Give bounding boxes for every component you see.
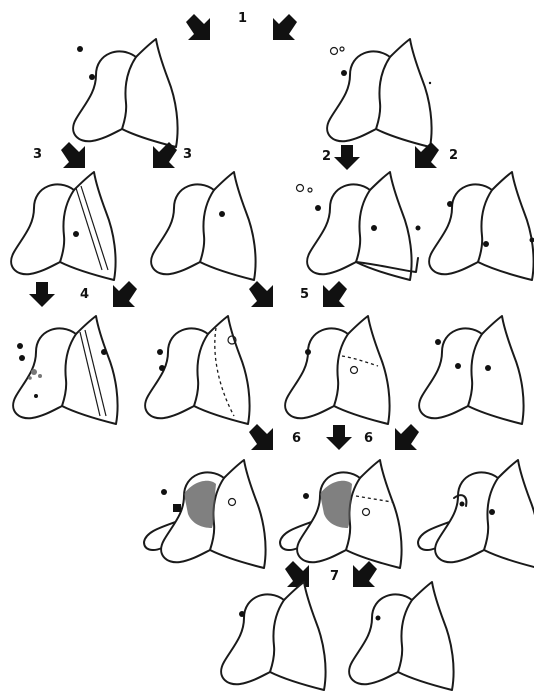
step-label: 3 xyxy=(33,147,42,162)
specimen-r5-left xyxy=(221,582,325,690)
step-6-group: 6 6 xyxy=(249,424,419,450)
specimen-r1-right xyxy=(327,39,431,147)
specimen-r3-b xyxy=(145,316,249,424)
specimen-r3-a xyxy=(13,316,117,424)
specimen-r4-b xyxy=(280,460,402,568)
arrow-down-right-icon xyxy=(395,424,419,450)
arrow-down-left-icon xyxy=(186,14,210,40)
step-label: 7 xyxy=(330,569,339,584)
arrow-down-icon xyxy=(29,282,55,307)
step-label: 3 xyxy=(183,147,192,162)
step-label: 2 xyxy=(449,148,458,163)
step-label: 6 xyxy=(364,431,373,446)
step-label: 1 xyxy=(238,11,247,26)
arrow-down-left-icon xyxy=(249,281,273,307)
step-3-group: 3 3 xyxy=(33,142,192,168)
arrow-down-left-icon xyxy=(249,424,273,450)
arrow-down-left-icon xyxy=(61,142,85,168)
step-5-group: 5 xyxy=(249,281,347,307)
specimen-r2-b xyxy=(151,172,255,280)
specimen-r3-c xyxy=(285,316,389,424)
specimen-r4-a xyxy=(144,460,266,568)
arrow-down-right-icon xyxy=(273,14,297,40)
specimen-r1-left xyxy=(73,39,177,147)
step-label: 5 xyxy=(300,287,309,302)
arrow-down-right-icon xyxy=(353,561,377,587)
arrow-down-right-icon xyxy=(323,281,347,307)
arrow-down-icon xyxy=(334,145,360,170)
step-label: 6 xyxy=(292,431,301,446)
specimen-r4-c xyxy=(418,460,534,568)
specimen-r5-right xyxy=(349,582,453,690)
specimen-r2-d xyxy=(429,172,534,280)
step-label: 2 xyxy=(322,149,331,164)
arrow-down-left-icon xyxy=(285,561,309,587)
step-1-group: 1 xyxy=(186,11,297,40)
specimen-r2-a xyxy=(11,172,115,280)
specimen-r2-c xyxy=(297,172,421,280)
arrow-down-right-icon xyxy=(113,281,137,307)
step-label: 4 xyxy=(80,287,89,302)
step-4-group: 4 xyxy=(29,281,137,307)
step-7-group: 7 xyxy=(285,561,377,587)
specimen-r3-d xyxy=(419,316,523,424)
arrow-down-icon xyxy=(326,425,352,450)
step-2-group: 2 2 xyxy=(322,142,458,170)
